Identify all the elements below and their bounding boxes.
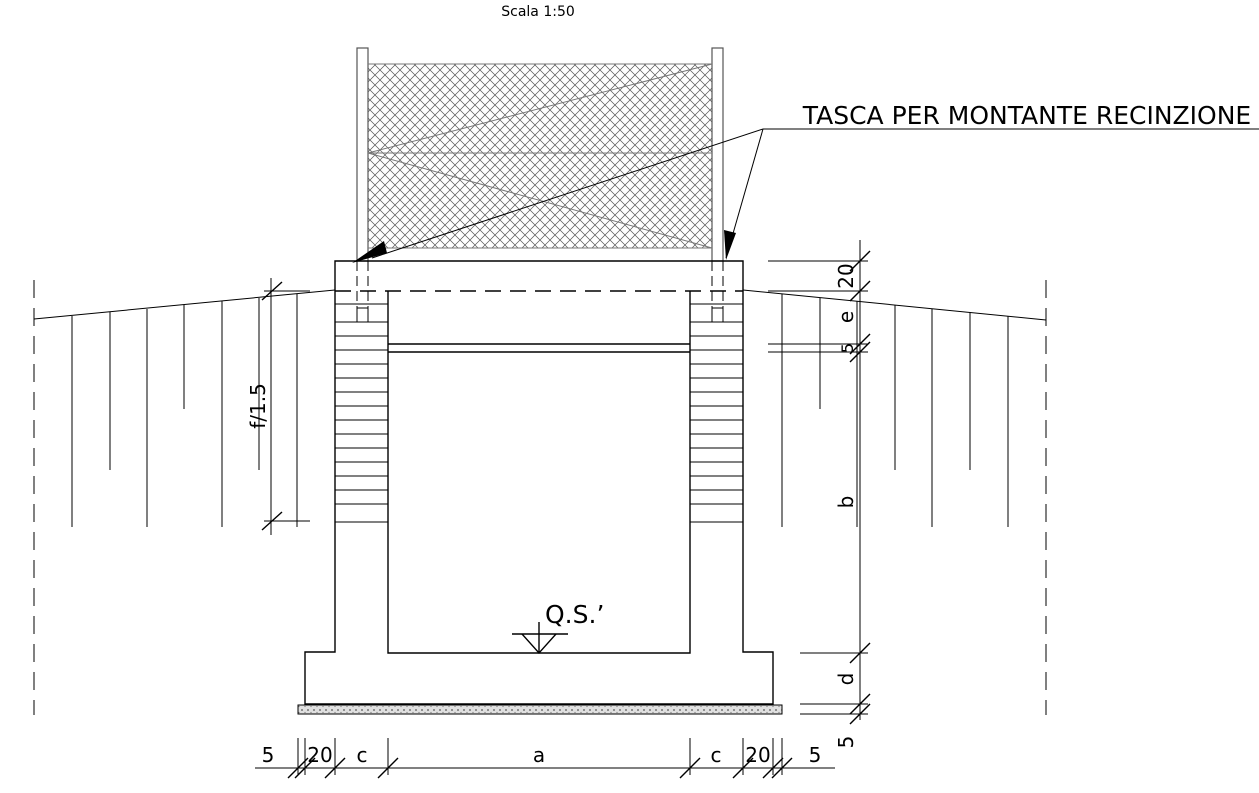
dim-label-20-right: 20 [745, 743, 770, 767]
water-level-label: Q.S.’ [545, 600, 604, 629]
fence-post-right [711, 47, 724, 262]
water-level-marker: Q.S.’ [512, 600, 604, 655]
channel-inner [387, 291, 691, 654]
ground-left [33, 280, 336, 715]
channel-outline [304, 260, 774, 705]
dim-label-5-upper: 5 [838, 343, 857, 353]
dim-label-c-left: c [357, 743, 368, 767]
dim-label-e: e [834, 311, 858, 323]
callout-arrowhead-right [724, 230, 736, 260]
gravel-bed [297, 704, 783, 715]
right-dimension-chain: 20 e 5 b d 5 [768, 240, 871, 749]
post-pocket-right [711, 261, 724, 323]
slope-label: f/1.5 [246, 383, 270, 429]
callout-arrowhead-left [352, 241, 387, 263]
fence [356, 47, 724, 262]
dim-label-20-top: 20 [834, 263, 858, 288]
fence-mesh-panel [368, 64, 712, 248]
dim-label-c-right: c [711, 743, 722, 767]
fence-post-left [356, 47, 369, 262]
pocket-callout: TASCA PER MONTANTE RECINZIONE [352, 101, 1259, 263]
slope-dimension: f/1.5 [246, 278, 310, 535]
dim-label-d: d [834, 673, 858, 686]
dim-label-b: b [834, 496, 858, 509]
dim-label-5-left: 5 [262, 743, 275, 767]
callout-label: TASCA PER MONTANTE RECINZIONE [802, 101, 1251, 130]
concrete-structure [297, 260, 783, 715]
bottom-dimension-chain: 5 20 c a c 20 5 [255, 738, 835, 779]
ground-right [742, 280, 1047, 715]
dim-label-5-right: 5 [809, 743, 822, 767]
dim-label-a: a [533, 743, 545, 767]
masonry-hatching-right [690, 303, 743, 523]
dim-label-5-lower: 5 [834, 736, 858, 749]
dim-label-20-left: 20 [307, 743, 332, 767]
post-pocket-left [356, 261, 369, 323]
masonry-hatching-left [335, 303, 388, 523]
scale-label: Scala 1:50 [501, 4, 575, 20]
